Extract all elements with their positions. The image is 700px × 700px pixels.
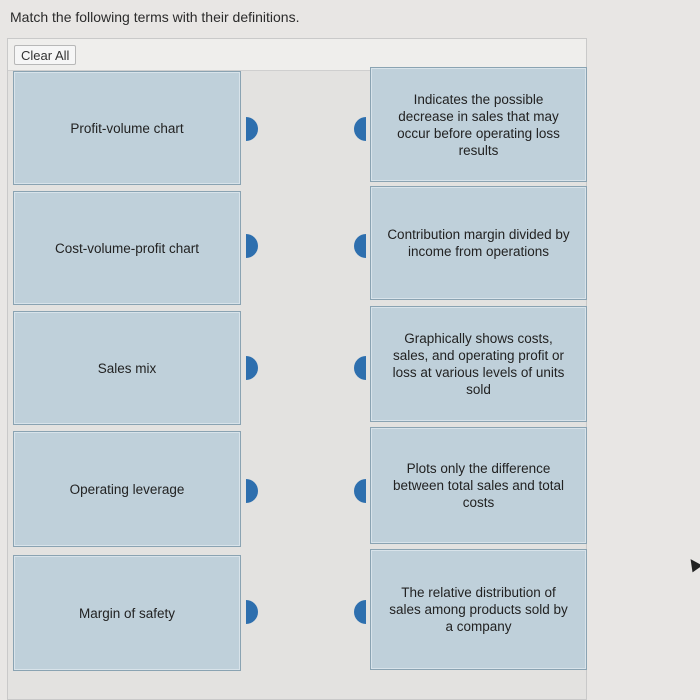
term-card-5[interactable]: Margin of safety (13, 555, 241, 671)
definition-card-1[interactable]: Indicates the possible decrease in sales… (370, 67, 587, 182)
definition-text: Graphically shows costs, sales, and oper… (392, 331, 565, 397)
definition-connector-tab-4[interactable] (354, 479, 366, 503)
definition-text: Indicates the possible decrease in sales… (397, 91, 560, 158)
term-card-4[interactable]: Operating leverage (13, 431, 241, 547)
definition-connector-tab-1[interactable] (354, 117, 366, 141)
arrow-cursor-icon (685, 555, 700, 573)
term-connector-tab-5[interactable] (246, 600, 258, 624)
definition-card-2[interactable]: Contribution margin divided by income fr… (370, 186, 587, 300)
term-card-1[interactable]: Profit-volume chart (13, 71, 241, 185)
toolbar: Clear All (8, 39, 586, 71)
matching-panel: Clear All Profit-volume chart Cost-volum… (7, 38, 587, 700)
definition-text: Contribution margin divided by income fr… (387, 227, 570, 259)
term-connector-tab-2[interactable] (246, 234, 258, 258)
definition-card-3[interactable]: Graphically shows costs, sales, and oper… (370, 306, 587, 422)
term-label: Sales mix (97, 360, 157, 376)
definition-card-4[interactable]: Plots only the difference between total … (370, 427, 587, 544)
term-connector-tab-1[interactable] (246, 117, 258, 141)
term-label: Profit-volume chart (70, 120, 184, 136)
definition-connector-tab-5[interactable] (354, 600, 366, 624)
term-label: Cost-volume-profit chart (54, 240, 200, 256)
instructions-text: Match the following terms with their def… (10, 9, 300, 25)
definition-text: The relative distribution of sales among… (389, 585, 568, 634)
definition-card-5[interactable]: The relative distribution of sales among… (370, 549, 587, 670)
term-label: Margin of safety (78, 605, 176, 621)
definition-text: Plots only the difference between total … (392, 461, 565, 510)
clear-all-button[interactable]: Clear All (14, 45, 77, 65)
definition-connector-tab-2[interactable] (354, 234, 366, 258)
term-card-2[interactable]: Cost-volume-profit chart (13, 191, 241, 305)
definition-connector-tab-3[interactable] (354, 356, 366, 380)
term-connector-tab-4[interactable] (246, 479, 258, 503)
term-label: Operating leverage (69, 481, 185, 497)
term-card-3[interactable]: Sales mix (13, 311, 241, 425)
term-connector-tab-3[interactable] (246, 356, 258, 380)
